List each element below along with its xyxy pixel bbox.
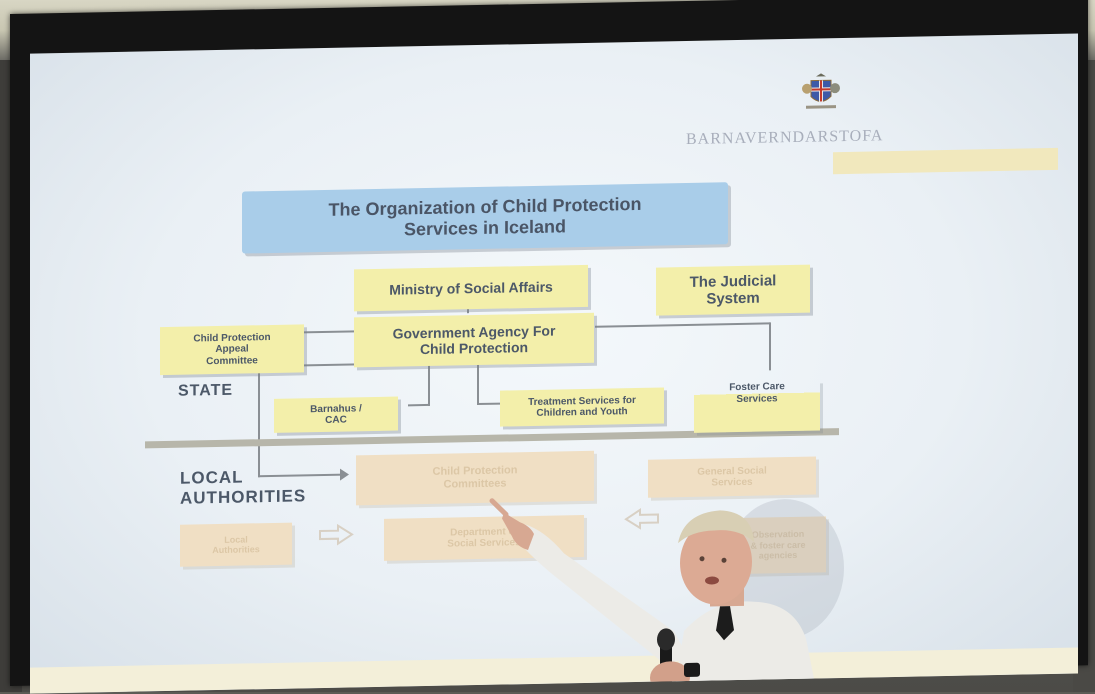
- arrow-right-icon: [340, 468, 349, 481]
- slide: BARNAVERNDARSTOFA The Organization of Ch…: [30, 33, 1078, 694]
- barnahus-line-1: Barnahus /: [310, 402, 362, 415]
- connector-line: [428, 363, 430, 406]
- localauth-line-1: Local: [224, 534, 248, 545]
- box-barnahus: Barnahus / CAC: [274, 396, 398, 433]
- foster-line-2: Services: [736, 392, 778, 405]
- connector-line: [408, 403, 430, 407]
- judicial-line-2: System: [706, 289, 760, 308]
- box-appeal-committee: Child Protection Appeal Committee: [160, 324, 304, 376]
- agency-line-1: Government Agency For: [392, 322, 556, 342]
- local-line-2: AUTHORITIES: [180, 486, 307, 508]
- box-ministry: Ministry of Social Affairs: [354, 264, 588, 312]
- slide-title: The Organization of Child Protection Ser…: [242, 182, 728, 254]
- local-authorities-label: LOCAL AUTHORITIES: [180, 466, 306, 508]
- appeal-line-1: Child Protection: [193, 331, 271, 345]
- presenter: [484, 478, 864, 694]
- box-judicial-system: The Judicial System: [656, 264, 810, 316]
- box-treatment-services: Treatment Services for Children and Yout…: [500, 387, 664, 427]
- box-government-agency: Government Agency For Child Protection: [354, 312, 594, 368]
- appeal-line-2: Appeal: [215, 343, 249, 356]
- arrow-right-outline-icon: [318, 523, 354, 546]
- connector-line: [769, 322, 771, 371]
- connector-line: [477, 362, 479, 406]
- brand-name: BARNAVERNDARSTOFA: [686, 127, 884, 149]
- connector-line: [477, 402, 501, 406]
- general-line-1: General Social: [697, 464, 767, 478]
- treatment-line-2: Children and Youth: [536, 406, 628, 419]
- localauth-line-2: Authorities: [212, 544, 260, 556]
- connector-line: [258, 365, 260, 478]
- agency-line-2: Child Protection: [419, 339, 529, 358]
- brand-underline-bar: [833, 147, 1058, 175]
- box-local-authorities: Local Authorities: [180, 522, 292, 567]
- connector-line: [595, 322, 770, 328]
- arrow-left-outline-icon: [624, 508, 660, 531]
- state-label: STATE: [178, 381, 234, 400]
- barnahus-line-2: CAC: [325, 414, 347, 426]
- judicial-line-1: The Judicial: [689, 272, 777, 291]
- appeal-line-3: Committee: [206, 354, 258, 367]
- crest-icon: [798, 72, 844, 113]
- connector-line: [302, 330, 356, 334]
- ministry-label: Ministry of Social Affairs: [389, 278, 553, 298]
- local-line-1: LOCAL: [180, 467, 244, 488]
- slide-title-line-2: Services in Iceland: [403, 216, 567, 240]
- box-foster-care: Foster Care Services: [694, 380, 820, 433]
- projection-screen: BARNAVERNDARSTOFA The Organization of Ch…: [10, 0, 1088, 694]
